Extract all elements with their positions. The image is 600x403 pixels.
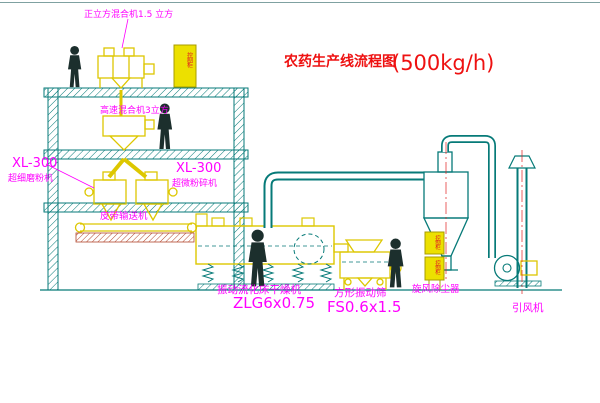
worker-figure [387,238,404,288]
control-cabinet-lower [424,256,445,281]
control-cabinet-top [173,44,197,88]
label-cabinet-upper: 控制柜 [434,234,441,251]
label-dryer-model: ZLG6x0.75 [233,294,315,312]
building-column-left [47,87,59,291]
duct-dryer-to-cyclone [263,171,424,228]
mills [84,171,178,222]
spring [319,263,333,283]
belt-conveyor [74,222,198,243]
leader-top-mixer [121,18,129,49]
building-structure [43,87,249,291]
label-cyclone: 旋风除尘器 [412,283,460,295]
dryer-base [197,283,335,291]
label-mill-center-model: XL-300 [176,161,221,176]
mill-center [135,179,169,205]
label-screen-model: FS0.6x1.5 [327,298,401,316]
building-column-right [233,87,245,291]
mill-left [93,179,127,205]
label-cabinet-top: 控制柜 [186,51,193,69]
worker-figure [67,45,82,88]
fan-base [494,280,542,287]
label-mill-left-model: XL-300 [12,156,57,171]
label-mill-left-name: 超细磨粉机 [8,172,53,184]
drawing-title: 农药生产线流程图 [283,53,396,70]
label-dryer-name: 振动流化床干燥机 [217,283,301,296]
cubic-mixer [97,47,155,89]
control-cabinet-upper [424,231,445,255]
spring [231,263,245,283]
worker-figure [248,229,267,287]
leader-mill-left [45,163,95,189]
dryer-feed-inlet [195,213,208,227]
spring [201,263,215,283]
duct-cyclone-to-fan [441,135,496,258]
conveyor-base [75,232,195,243]
spring [261,263,275,283]
label-high-speed-mixer: 高速混合机3立方 [100,104,169,116]
control-cabinets-right [424,231,445,290]
high-speed-mixer [102,90,155,179]
spring [291,263,305,283]
label-belt-conveyor: 皮带输送机 [100,210,148,222]
label-screen-name: 方形振动筛 [334,286,387,299]
building-beam-top [43,87,249,98]
building-beam-mid [43,149,249,160]
label-fan: 引风机 [512,301,544,314]
detail-circle [293,233,325,265]
y-duct [107,157,148,179]
induced-draft-fan [493,254,542,287]
label-mill-center-name: 超微粉碎机 [172,177,217,189]
fan-motor [520,260,538,276]
label-cubic-mixer: 正立方混合机1.5 立方 [84,8,173,20]
label-cabinet-lower: 控制柜 [434,259,441,276]
drawing-title-capacity: (500kg/h) [392,51,494,75]
